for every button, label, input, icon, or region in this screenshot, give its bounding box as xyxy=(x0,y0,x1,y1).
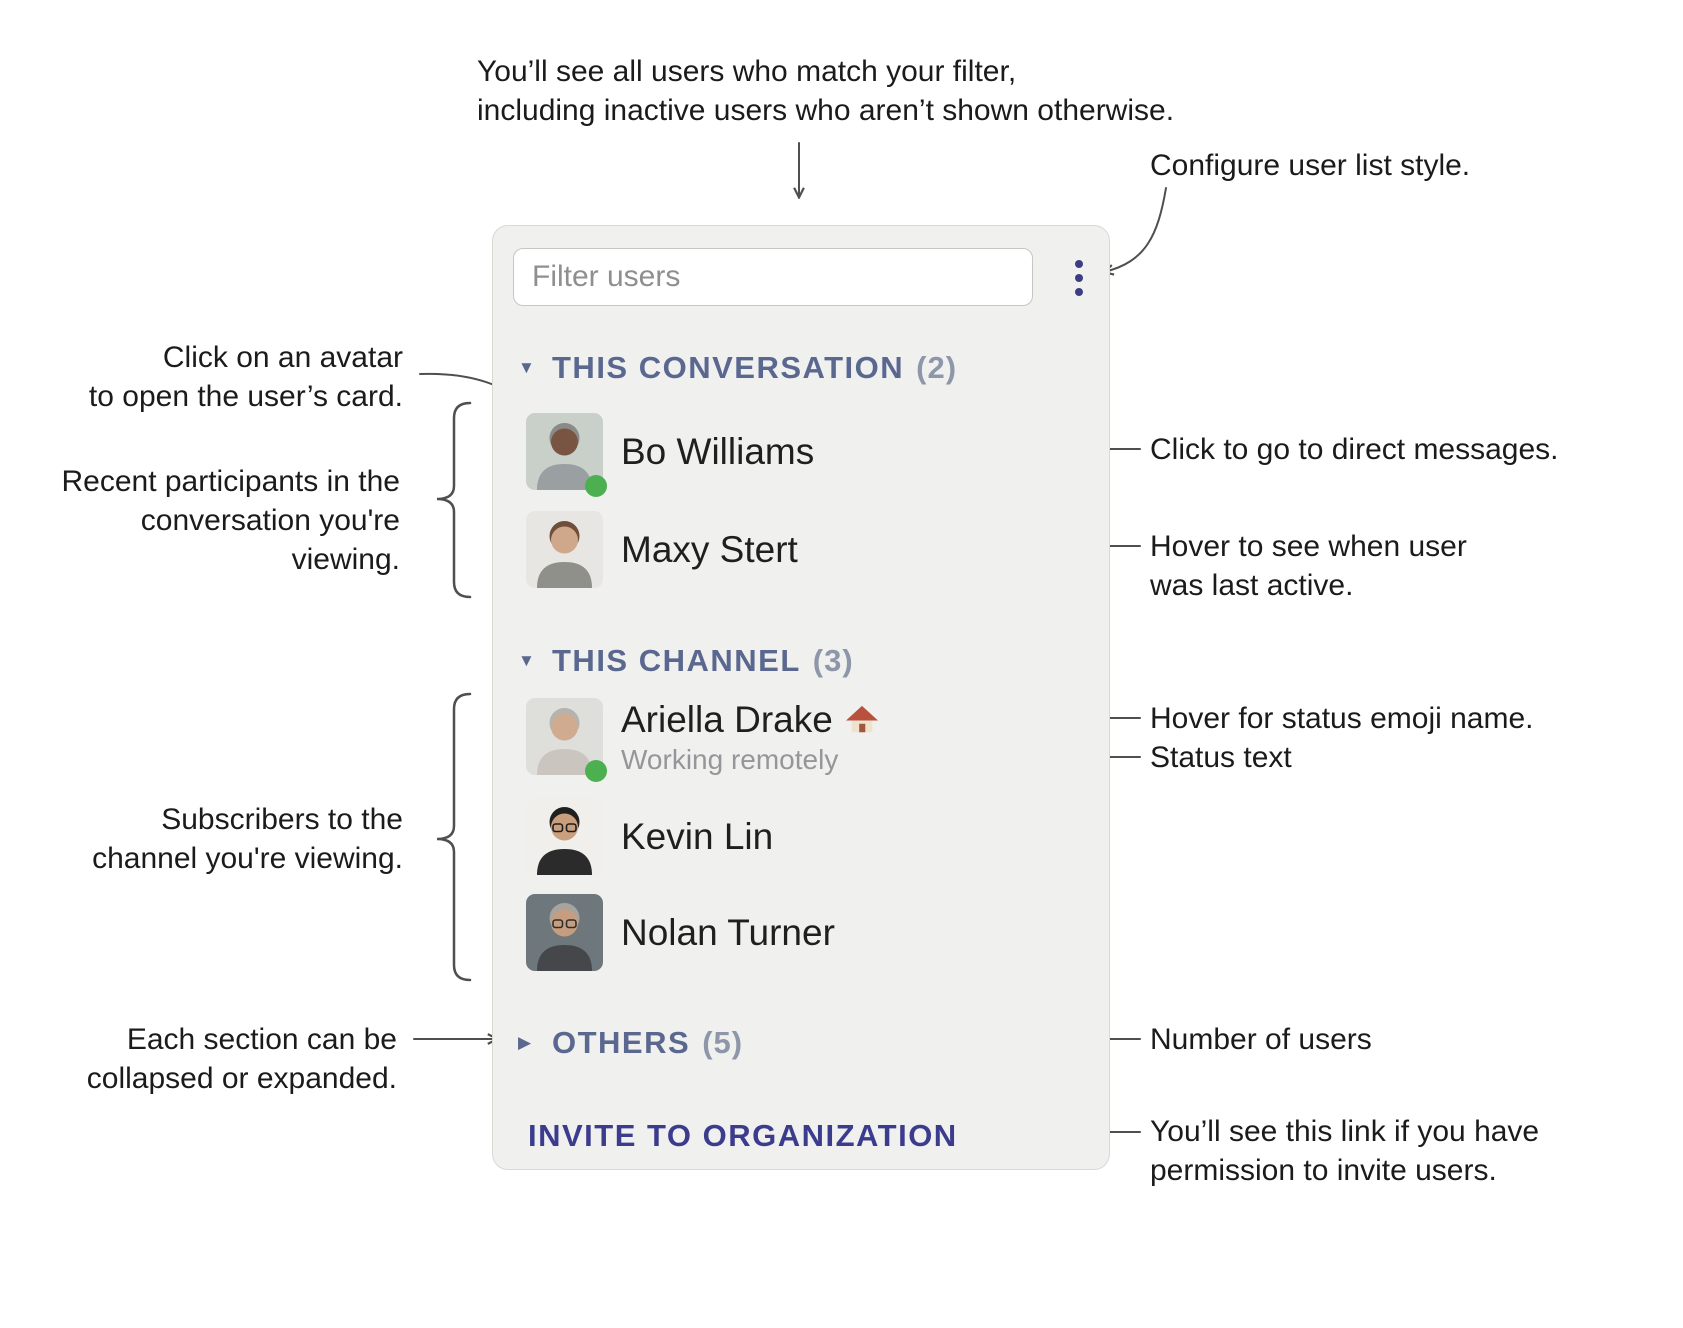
house-status-emoji-icon[interactable] xyxy=(845,704,879,736)
section-label: THIS CHANNEL xyxy=(552,643,801,678)
note-configure: Configure user list style. xyxy=(1150,149,1471,182)
avatar-image xyxy=(526,698,603,775)
section-count: (2) xyxy=(916,350,958,385)
avatar-nolan-turner[interactable] xyxy=(526,894,603,971)
note-status-emoji: Hover for status emoji name. xyxy=(1150,702,1534,735)
connector-configure xyxy=(1104,187,1167,272)
filter-users-input[interactable] xyxy=(513,248,1033,306)
note-status-text: Status text xyxy=(1150,741,1292,774)
presence-dot-online xyxy=(585,475,607,497)
ellipsis-dot xyxy=(1075,274,1083,282)
user-name[interactable]: Ariella Drake xyxy=(621,699,833,740)
note-collapse: Each section can be collapsed or expande… xyxy=(86,1023,397,1095)
user-name[interactable]: Bo Williams xyxy=(621,431,815,472)
user-status-text: Working remotely xyxy=(621,744,839,775)
note-subscribers: Subscribers to the channel you're viewin… xyxy=(92,803,403,875)
section-header-others[interactable]: ▶ OTHERS (5) xyxy=(518,1023,743,1063)
avatar-ariella-drake[interactable] xyxy=(526,698,607,782)
section-label: OTHERS xyxy=(552,1025,691,1060)
section-count: (5) xyxy=(702,1025,744,1060)
note-recent-participants: Recent participants in the conversation … xyxy=(61,465,400,576)
note-direct-messages: Click to go to direct messages. xyxy=(1150,433,1559,466)
user-name[interactable]: Maxy Stert xyxy=(621,529,798,570)
brace-recent-participants xyxy=(436,401,472,599)
note-avatar-click: Click on an avatar to open the user’s ca… xyxy=(88,341,403,413)
note-invite-permission: You’ll see this link if you have permiss… xyxy=(1150,1115,1540,1187)
brace-subscribers xyxy=(436,692,472,982)
avatar-image xyxy=(526,894,603,971)
avatar-image xyxy=(526,511,603,588)
user-list-menu-icon[interactable] xyxy=(1059,255,1099,301)
section-count: (3) xyxy=(812,643,854,678)
ellipsis-dot xyxy=(1075,260,1083,268)
section-header-this-channel[interactable]: ▼ THIS CHANNEL (3) xyxy=(518,641,854,681)
user-name[interactable]: Nolan Turner xyxy=(621,912,835,953)
invite-to-organization-link[interactable]: INVITE TO ORGANIZATION xyxy=(528,1118,958,1153)
ellipsis-dot xyxy=(1075,288,1083,296)
note-last-active: Hover to see when user was last active. xyxy=(1150,530,1467,602)
avatar-kevin-lin[interactable] xyxy=(526,798,603,875)
avatar-maxy-stert[interactable] xyxy=(526,511,603,588)
section-header-this-conversation[interactable]: ▼ THIS CONVERSATION (2) xyxy=(518,348,957,388)
triangle-down-icon: ▼ xyxy=(518,651,535,670)
presence-dot-online xyxy=(585,760,607,782)
section-label: THIS CONVERSATION xyxy=(552,350,905,385)
triangle-right-icon: ▶ xyxy=(518,1033,532,1052)
triangle-down-icon: ▼ xyxy=(518,358,535,377)
avatar-image xyxy=(526,798,603,875)
user-list-panel: ▼ THIS CONVERSATION (2) Bo Williams xyxy=(492,225,1110,1170)
user-name[interactable]: Kevin Lin xyxy=(621,816,774,857)
avatar-bo-williams[interactable] xyxy=(526,413,607,497)
note-filter: You’ll see all users who match your filt… xyxy=(477,55,1175,127)
note-user-count: Number of users xyxy=(1150,1023,1372,1056)
